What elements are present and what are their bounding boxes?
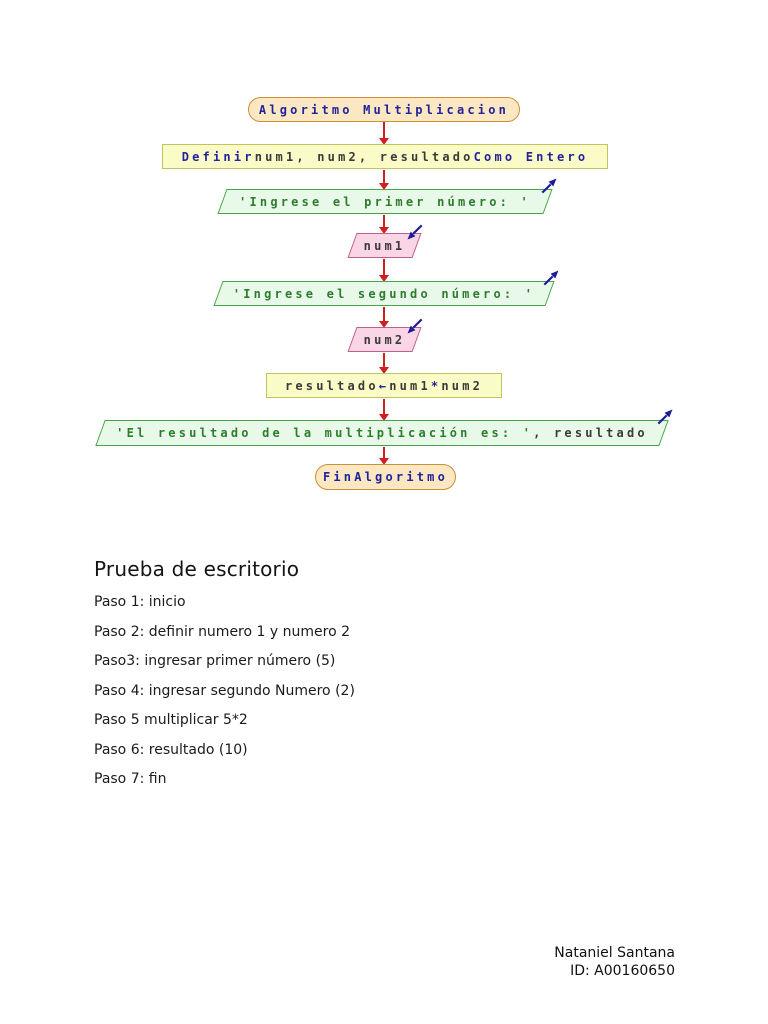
flow-arrow-1 <box>383 122 385 138</box>
node-text: Algoritmo Multiplicacion <box>258 102 510 117</box>
flowchart-node-output-result: 'El resultado de la multiplicación es: '… <box>95 409 673 446</box>
step-line-7: Paso 7: fin <box>94 771 167 787</box>
output-arrow-icon <box>657 409 673 425</box>
node-text: 'El resultado de la multiplicación es: ' <box>116 426 534 440</box>
node-text: 'Ingrese el primer número: ' <box>239 194 531 209</box>
step-line-1: Paso 1: inicio <box>94 594 186 610</box>
flowchart-node-input-num2: num2 <box>347 318 423 352</box>
author-block: Nataniel Santana ID: A00160650 <box>554 945 675 980</box>
flowchart-node-declare: Definir num1, num2, resultado Como Enter… <box>162 144 608 169</box>
flowchart-node-end: FinAlgoritmo <box>315 464 456 490</box>
desk-test-heading: Prueba de escritorio <box>94 557 300 581</box>
step-line-5: Paso 5 multiplicar 5*2 <box>94 712 248 728</box>
flowchart-node-input-num1: num1 <box>347 224 423 258</box>
node-text: Definir <box>181 149 255 164</box>
node-text: Como Entero <box>473 149 589 164</box>
node-text: num1 <box>363 238 406 253</box>
flow-arrow-7 <box>383 399 385 414</box>
input-arrow-icon <box>407 224 423 240</box>
flowchart-node-output-prompt2: 'Ingrese el segundo número: ' <box>213 270 559 306</box>
step-line-3: Paso3: ingresar primer número (5) <box>94 653 336 669</box>
flow-arrow-3 <box>383 215 385 227</box>
input-arrow-icon <box>407 318 423 334</box>
author-name: Nataniel Santana <box>554 945 675 961</box>
node-text: * <box>430 378 442 393</box>
node-text: resultado <box>284 378 379 393</box>
node-text: , resultado <box>533 426 648 440</box>
node-text: FinAlgoritmo <box>322 470 449 484</box>
output-arrow-icon <box>541 178 557 194</box>
output-arrow-icon <box>543 270 559 286</box>
flowchart-node-assign: resultado ← num1*num2 <box>266 373 502 398</box>
node-text: num2 <box>363 332 406 347</box>
node-text: ← <box>378 378 390 393</box>
step-line-2: Paso 2: definir numero 1 y numero 2 <box>94 623 350 640</box>
node-text: num1 <box>389 378 431 393</box>
node-text: num2 <box>441 378 484 393</box>
flow-arrow-8 <box>383 447 385 458</box>
desk-test-section: Prueba de escritorio Paso 1: inicio Paso… <box>94 557 355 802</box>
flowchart-node-start: Algoritmo Multiplicacion <box>248 97 520 122</box>
step-line-4: Paso 4: ingresar segundo Numero (2) <box>94 682 355 699</box>
flow-arrow-5 <box>383 307 385 321</box>
step-line-6: Paso 6: resultado (10) <box>94 741 248 758</box>
flow-arrow-4 <box>383 259 385 275</box>
flowchart-node-output-prompt1: 'Ingrese el primer número: ' <box>217 178 557 214</box>
node-text: 'Ingrese el segundo número: ' <box>232 286 536 301</box>
flow-arrow-6 <box>383 353 385 367</box>
node-text: num1, num2, resultado <box>254 149 474 164</box>
flow-arrow-2 <box>383 170 385 183</box>
author-id: ID: A00160650 <box>570 962 675 979</box>
